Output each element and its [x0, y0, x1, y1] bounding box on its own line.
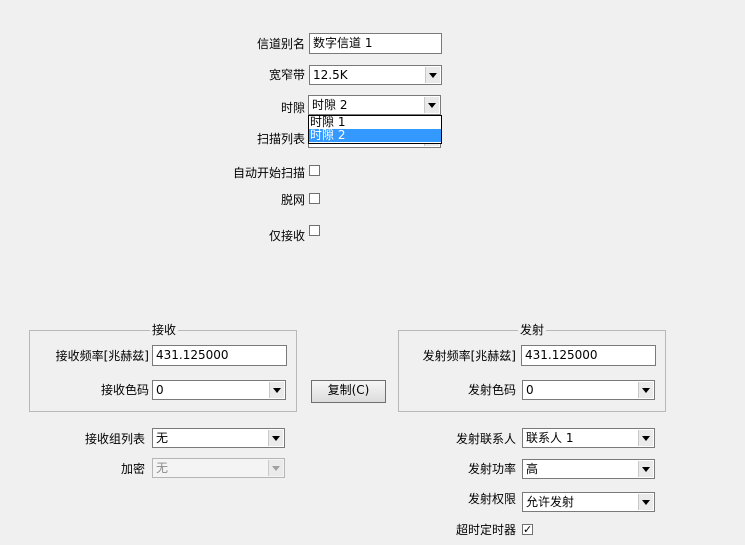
- tx-power-label: 发射功率: [467, 462, 516, 476]
- auto-scan-label: 自动开始扫描: [232, 166, 305, 180]
- tx-frequency-input[interactable]: 431.125000: [521, 345, 656, 366]
- rx-frequency-input[interactable]: 431.125000: [152, 345, 287, 366]
- timeslot-value: 时隙 2: [312, 98, 348, 112]
- chevron-down-icon[interactable]: [638, 461, 653, 477]
- rx-frequency-label: 接收频率[兆赫兹]: [55, 349, 149, 363]
- rx-group-list-select[interactable]: 无: [152, 428, 285, 448]
- chevron-down-icon[interactable]: [425, 67, 440, 83]
- tx-color-code-select[interactable]: 0: [522, 380, 655, 400]
- tx-power-value: 高: [526, 462, 539, 476]
- encrypt-label: 加密: [120, 462, 145, 476]
- chevron-down-icon: [268, 460, 283, 476]
- bandwidth-label: 宽窄带: [268, 68, 305, 82]
- scan-list-label: 扫描列表: [256, 132, 305, 146]
- auto-scan-checkbox[interactable]: [309, 165, 320, 176]
- rx-color-code-select[interactable]: 0: [152, 380, 286, 400]
- tx-color-code-label: 发射色码: [467, 383, 516, 397]
- tot-checkbox[interactable]: ✓: [522, 523, 533, 536]
- rx-only-label: 仅接收: [268, 229, 305, 243]
- transmit-group-title: 发射: [518, 323, 547, 337]
- encrypt-value: 无: [156, 461, 169, 475]
- chevron-down-icon[interactable]: [638, 382, 653, 398]
- chevron-down-icon[interactable]: [268, 430, 283, 446]
- offnet-checkbox[interactable]: [309, 193, 320, 204]
- chevron-down-icon[interactable]: [638, 430, 653, 446]
- rx-only-checkbox[interactable]: [309, 225, 320, 236]
- offnet-label: 脱网: [280, 193, 305, 207]
- chevron-down-icon[interactable]: [269, 382, 284, 398]
- copy-button[interactable]: 复制(C): [311, 380, 386, 403]
- encrypt-select: 无: [152, 458, 285, 478]
- tx-contact-label: 发射联系人: [455, 432, 516, 446]
- tx-permission-select[interactable]: 允许发射: [522, 492, 655, 512]
- receive-group-title: 接收: [150, 323, 179, 337]
- rx-color-code-label: 接收色码: [100, 383, 149, 397]
- tx-permission-label: 发射权限: [467, 492, 516, 506]
- timeslot-option-1[interactable]: 时隙 1: [310, 115, 346, 129]
- tx-frequency-label: 发射频率[兆赫兹]: [422, 349, 516, 363]
- chevron-down-icon[interactable]: [638, 494, 653, 510]
- tx-color-code-value: 0: [526, 383, 534, 397]
- tx-power-select[interactable]: 高: [522, 459, 655, 479]
- rx-color-code-value: 0: [156, 383, 164, 397]
- timeslot-select[interactable]: 时隙 2: [308, 95, 441, 115]
- timeslot-dropdown-list: 时隙 1 时隙 2: [308, 115, 442, 144]
- tot-label: 超时定时器: [455, 523, 516, 537]
- timeslot-label: 时隙: [280, 101, 305, 115]
- chevron-down-icon[interactable]: [424, 97, 439, 113]
- bandwidth-select[interactable]: 12.5K: [309, 65, 442, 85]
- rx-group-list-value: 无: [156, 431, 169, 445]
- timeslot-option-2[interactable]: 时隙 2: [309, 129, 441, 142]
- channel-alias-input[interactable]: 数字信道 1: [309, 33, 442, 54]
- channel-alias-label: 信道别名: [256, 37, 305, 51]
- bandwidth-value: 12.5K: [313, 68, 348, 82]
- tx-contact-value: 联系人 1: [526, 431, 574, 445]
- rx-group-list-label: 接收组列表: [84, 432, 145, 446]
- tx-contact-select[interactable]: 联系人 1: [522, 428, 655, 448]
- tx-permission-value: 允许发射: [526, 495, 575, 509]
